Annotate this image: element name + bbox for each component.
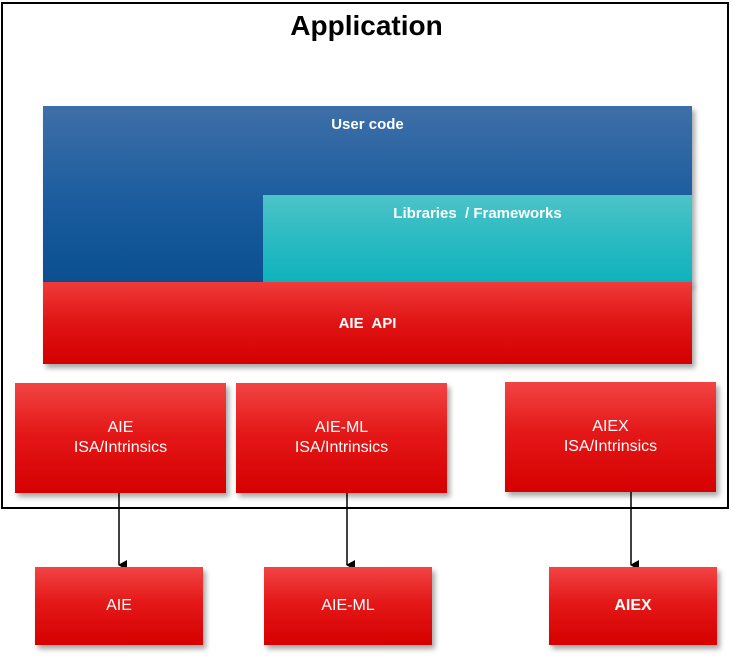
user-code-label: User code (331, 116, 404, 133)
aie-isa-block: AIE ISA/Intrinsics (15, 383, 226, 493)
aiex-device-block: AIEX (549, 567, 717, 645)
aie-api-label: AIE API (338, 314, 397, 332)
aie-ml-isa-block: AIE-ML ISA/Intrinsics (236, 383, 447, 493)
application-title: Application (290, 10, 443, 41)
aie-api-block: AIE API (43, 282, 692, 364)
aie-ml-isa-sub: ISA/Intrinsics (294, 439, 389, 456)
aie-isa-name: AIE (107, 419, 134, 436)
aie-ml-device-label: AIE-ML (321, 597, 375, 614)
libraries-frameworks-block: Libraries / Frameworks (263, 195, 692, 282)
aiex-isa-sub: ISA/Intrinsics (563, 438, 658, 455)
aie-ml-device-block: AIE-ML (264, 567, 432, 645)
libraries-frameworks-label: Libraries / Frameworks (393, 205, 562, 222)
aie-isa-sub: ISA/Intrinsics (73, 439, 168, 456)
aiex-isa-block: AIEX ISA/Intrinsics (505, 382, 716, 492)
aiex-isa-name: AIEX (592, 418, 629, 435)
aiex-device-label: AIEX (614, 597, 652, 614)
aie-device-label: AIE (106, 597, 132, 614)
aie-ml-isa-name: AIE-ML (314, 419, 369, 436)
aie-device-block: AIE (35, 567, 203, 645)
application-frame (1, 2, 729, 509)
